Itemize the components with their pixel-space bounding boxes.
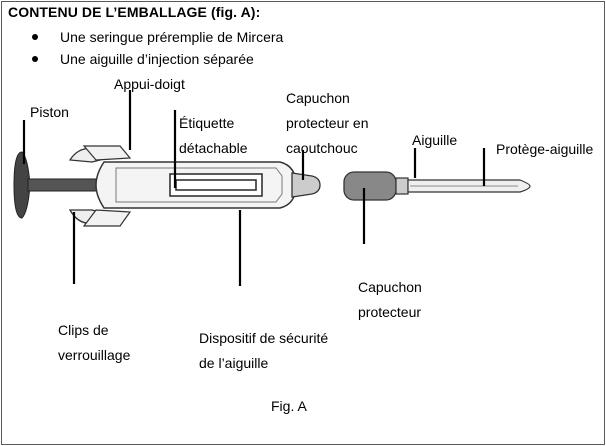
bullet-icon	[32, 56, 38, 62]
section-heading: CONTENU DE L’EMBALLAGE (fig. A):	[8, 4, 261, 20]
rubber-cap	[291, 172, 321, 198]
clip-upper	[82, 145, 132, 161]
label-dispositif: Dispositif de sécurité de l’aiguille	[199, 330, 329, 371]
label-appui-doigt: Appui-doigt	[114, 76, 185, 92]
needle-cap	[343, 171, 397, 201]
list-item: Une seringue préremplie de Mircera	[30, 26, 283, 48]
clip-lower	[82, 209, 132, 227]
figure-caption: Fig. A	[271, 398, 307, 414]
label-piston: Piston	[30, 104, 69, 120]
label-aiguille: Aiguille	[412, 132, 458, 148]
bullet-icon	[32, 34, 38, 40]
plunger-head	[13, 151, 31, 219]
detachable-label	[169, 173, 263, 197]
label-capuchon-caoutchouc: Capuchon protecteur en caoutchouc	[286, 90, 369, 156]
label-clips: Clips de verrouillage	[58, 322, 131, 363]
list-item: Une aiguille d’injection séparée	[30, 48, 283, 70]
label-etiquette: Étiquette détachable	[179, 115, 248, 156]
label-capuchon-protecteur: Capuchon protecteur	[358, 279, 422, 320]
label-protege-aiguille: Protège-aiguille	[496, 141, 594, 157]
contents-list: Une seringue préremplie de Mircera Une a…	[30, 26, 283, 70]
